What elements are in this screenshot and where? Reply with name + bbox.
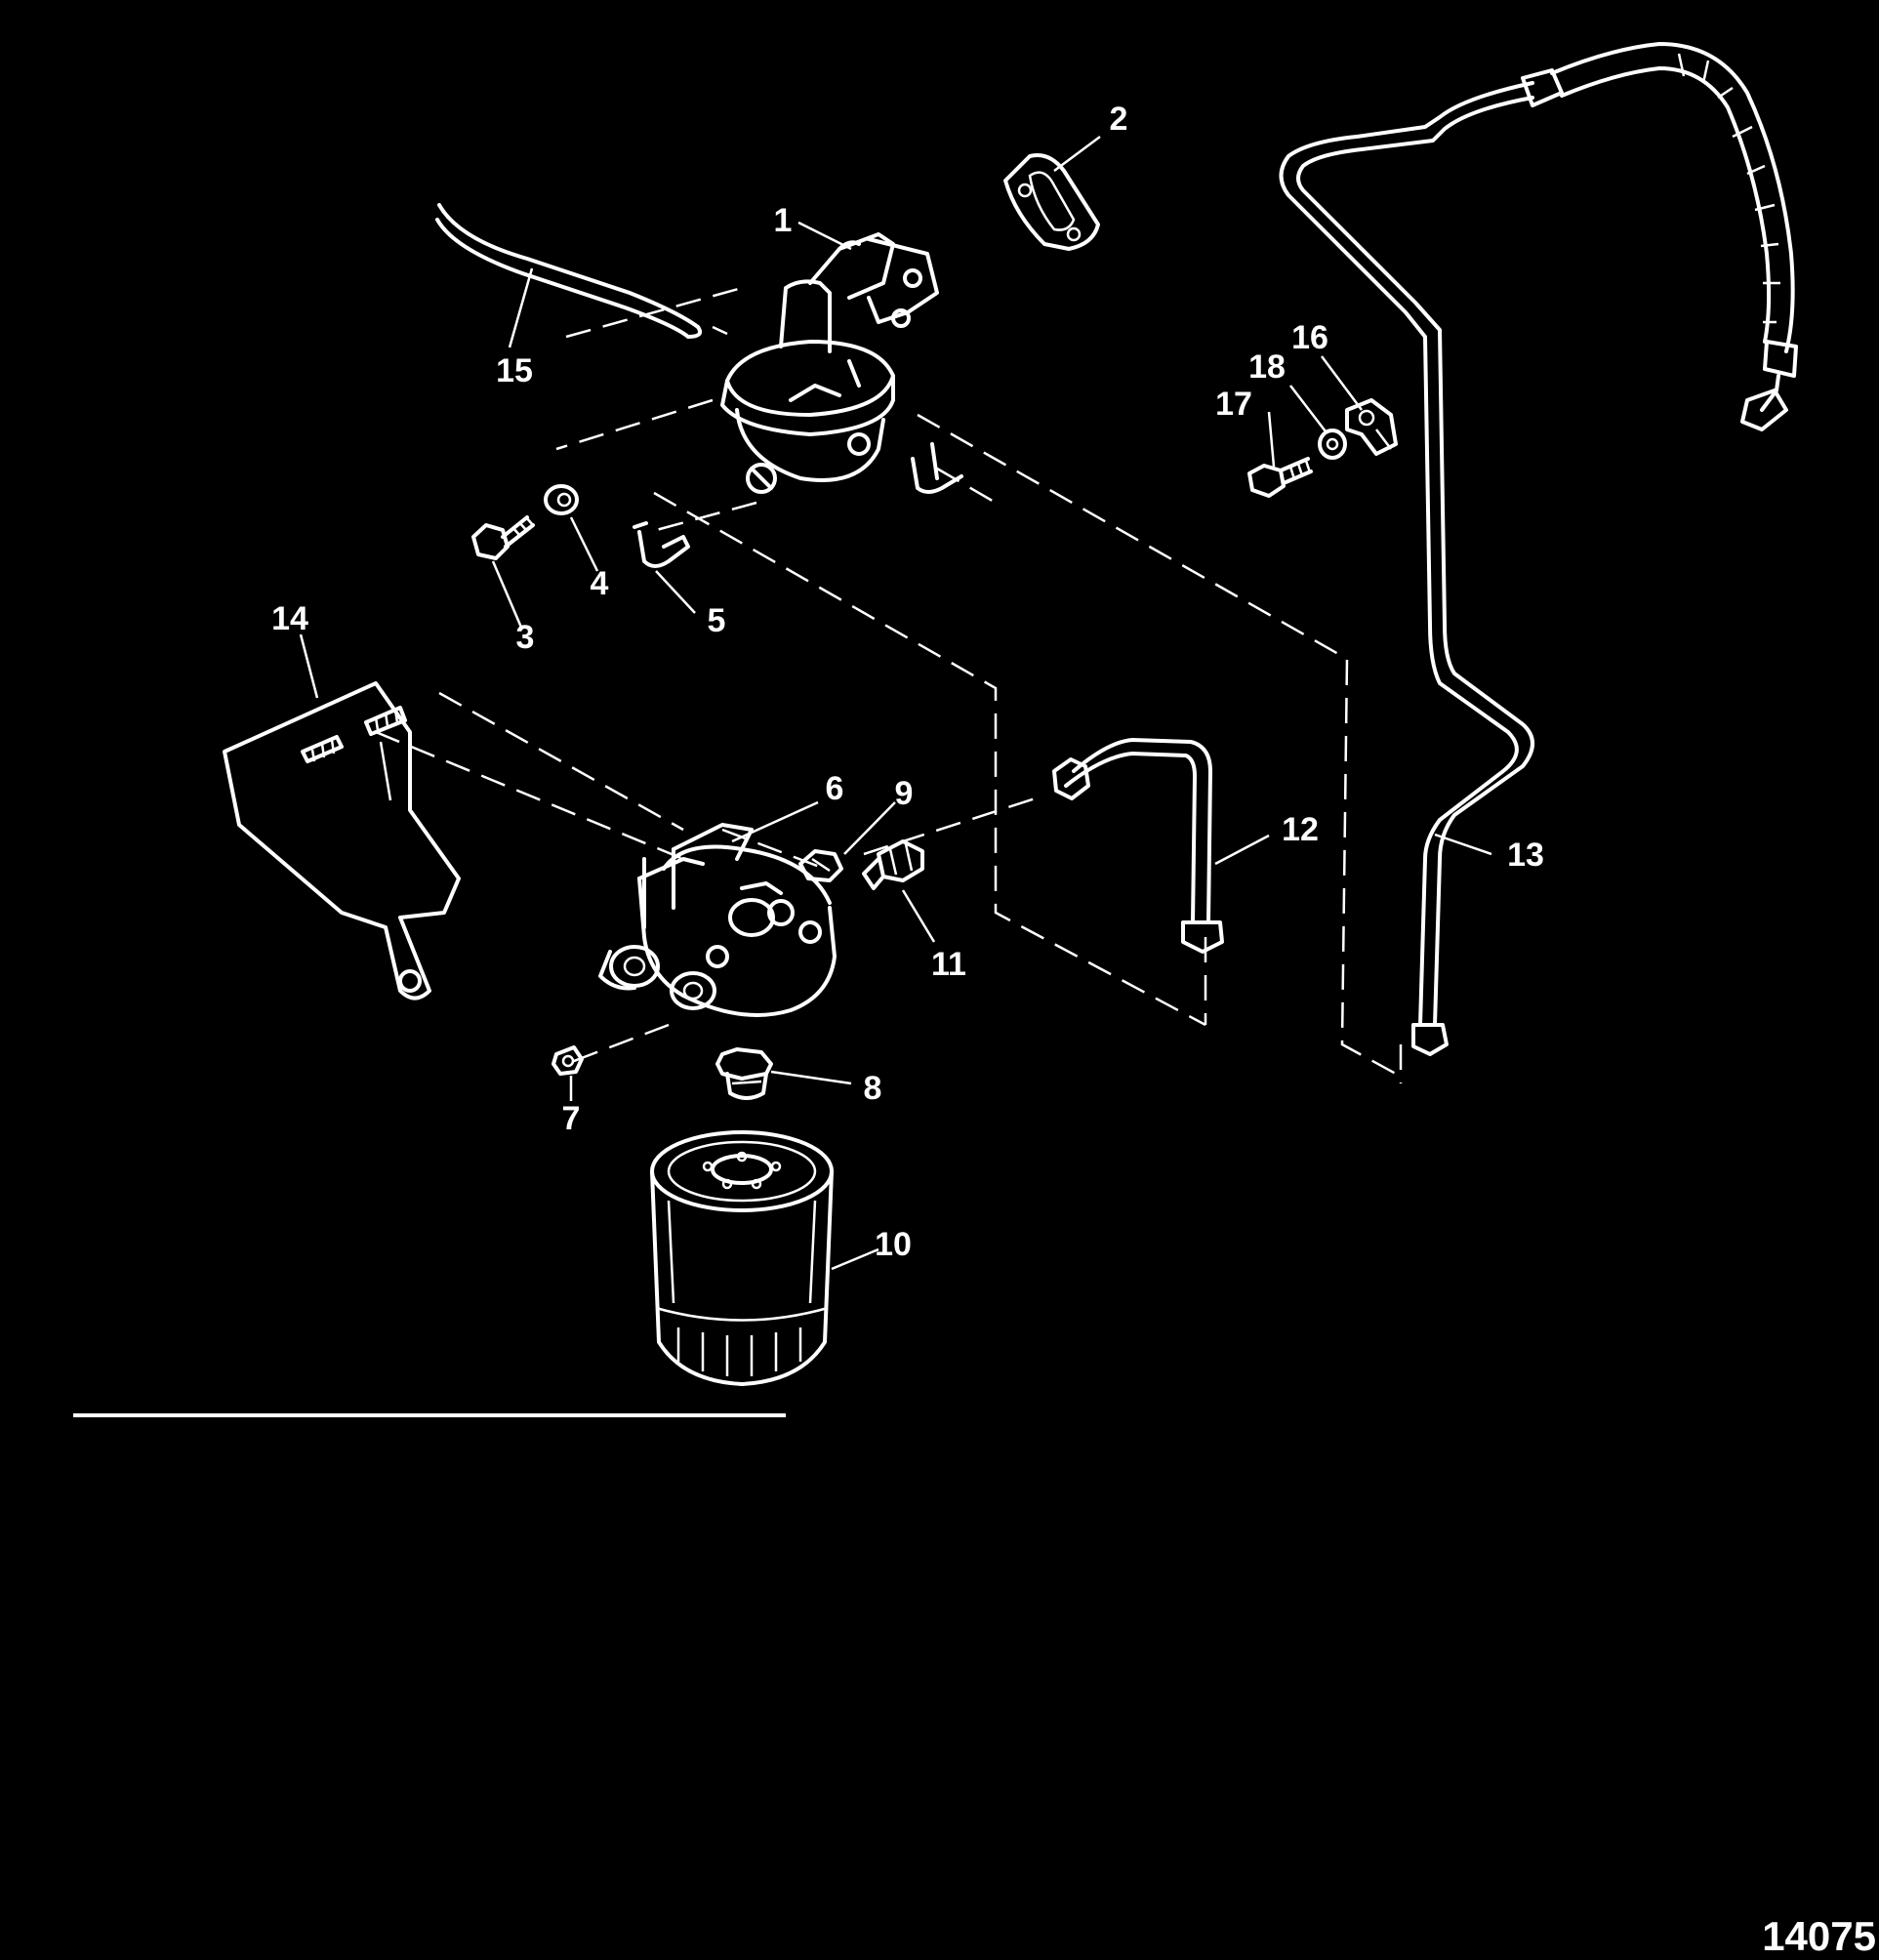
footer-rule bbox=[73, 1413, 786, 1417]
line-clamp bbox=[1345, 398, 1398, 456]
callout-13: 13 bbox=[1507, 837, 1544, 874]
pressure-sender bbox=[862, 839, 924, 890]
callout-5: 5 bbox=[708, 602, 726, 639]
fuel-filter-canister bbox=[650, 1130, 834, 1386]
nut bbox=[798, 849, 843, 882]
callout-10: 10 bbox=[875, 1226, 912, 1263]
callout-17: 17 bbox=[1215, 386, 1252, 423]
callout-9: 9 bbox=[895, 775, 914, 812]
fuel-line-long bbox=[1279, 68, 1564, 1056]
clamp-bolt bbox=[1247, 457, 1313, 498]
assembly-dashed-lines bbox=[375, 286, 1403, 1083]
callout-16: 16 bbox=[1291, 319, 1328, 356]
callout-18: 18 bbox=[1248, 348, 1286, 386]
callout-12: 12 bbox=[1282, 811, 1319, 848]
callout-leaders bbox=[299, 135, 1492, 1271]
filter-bracket bbox=[223, 681, 461, 1000]
adapter-nipple bbox=[715, 1047, 773, 1100]
callout-4: 4 bbox=[591, 565, 609, 602]
fuel-pump bbox=[720, 232, 939, 494]
fuel-line-short bbox=[1052, 738, 1224, 954]
mounting-bolt bbox=[471, 515, 535, 560]
callout-15: 15 bbox=[496, 352, 533, 389]
callout-labels: 1 2 3 4 5 6 7 8 9 10 11 12 13 14 15 16 1… bbox=[271, 101, 1544, 1263]
callout-1: 1 bbox=[774, 202, 793, 239]
callout-2: 2 bbox=[1110, 101, 1128, 138]
elbow-fitting bbox=[633, 442, 963, 568]
drain-plug bbox=[551, 1045, 584, 1076]
callout-6: 6 bbox=[826, 770, 844, 807]
figure-number: 14075 bbox=[1762, 1913, 1876, 1959]
vent-hose bbox=[435, 203, 728, 339]
callout-14: 14 bbox=[271, 600, 308, 637]
pump-gasket bbox=[1003, 153, 1100, 251]
washer bbox=[544, 484, 579, 515]
callout-8: 8 bbox=[864, 1070, 882, 1107]
callout-7: 7 bbox=[562, 1100, 581, 1137]
fuel-filter-base bbox=[598, 823, 837, 1017]
callout-3: 3 bbox=[516, 619, 535, 656]
flex-hose bbox=[1550, 42, 1798, 431]
clamp-washer bbox=[1318, 429, 1347, 460]
callout-11: 11 bbox=[931, 946, 966, 983]
